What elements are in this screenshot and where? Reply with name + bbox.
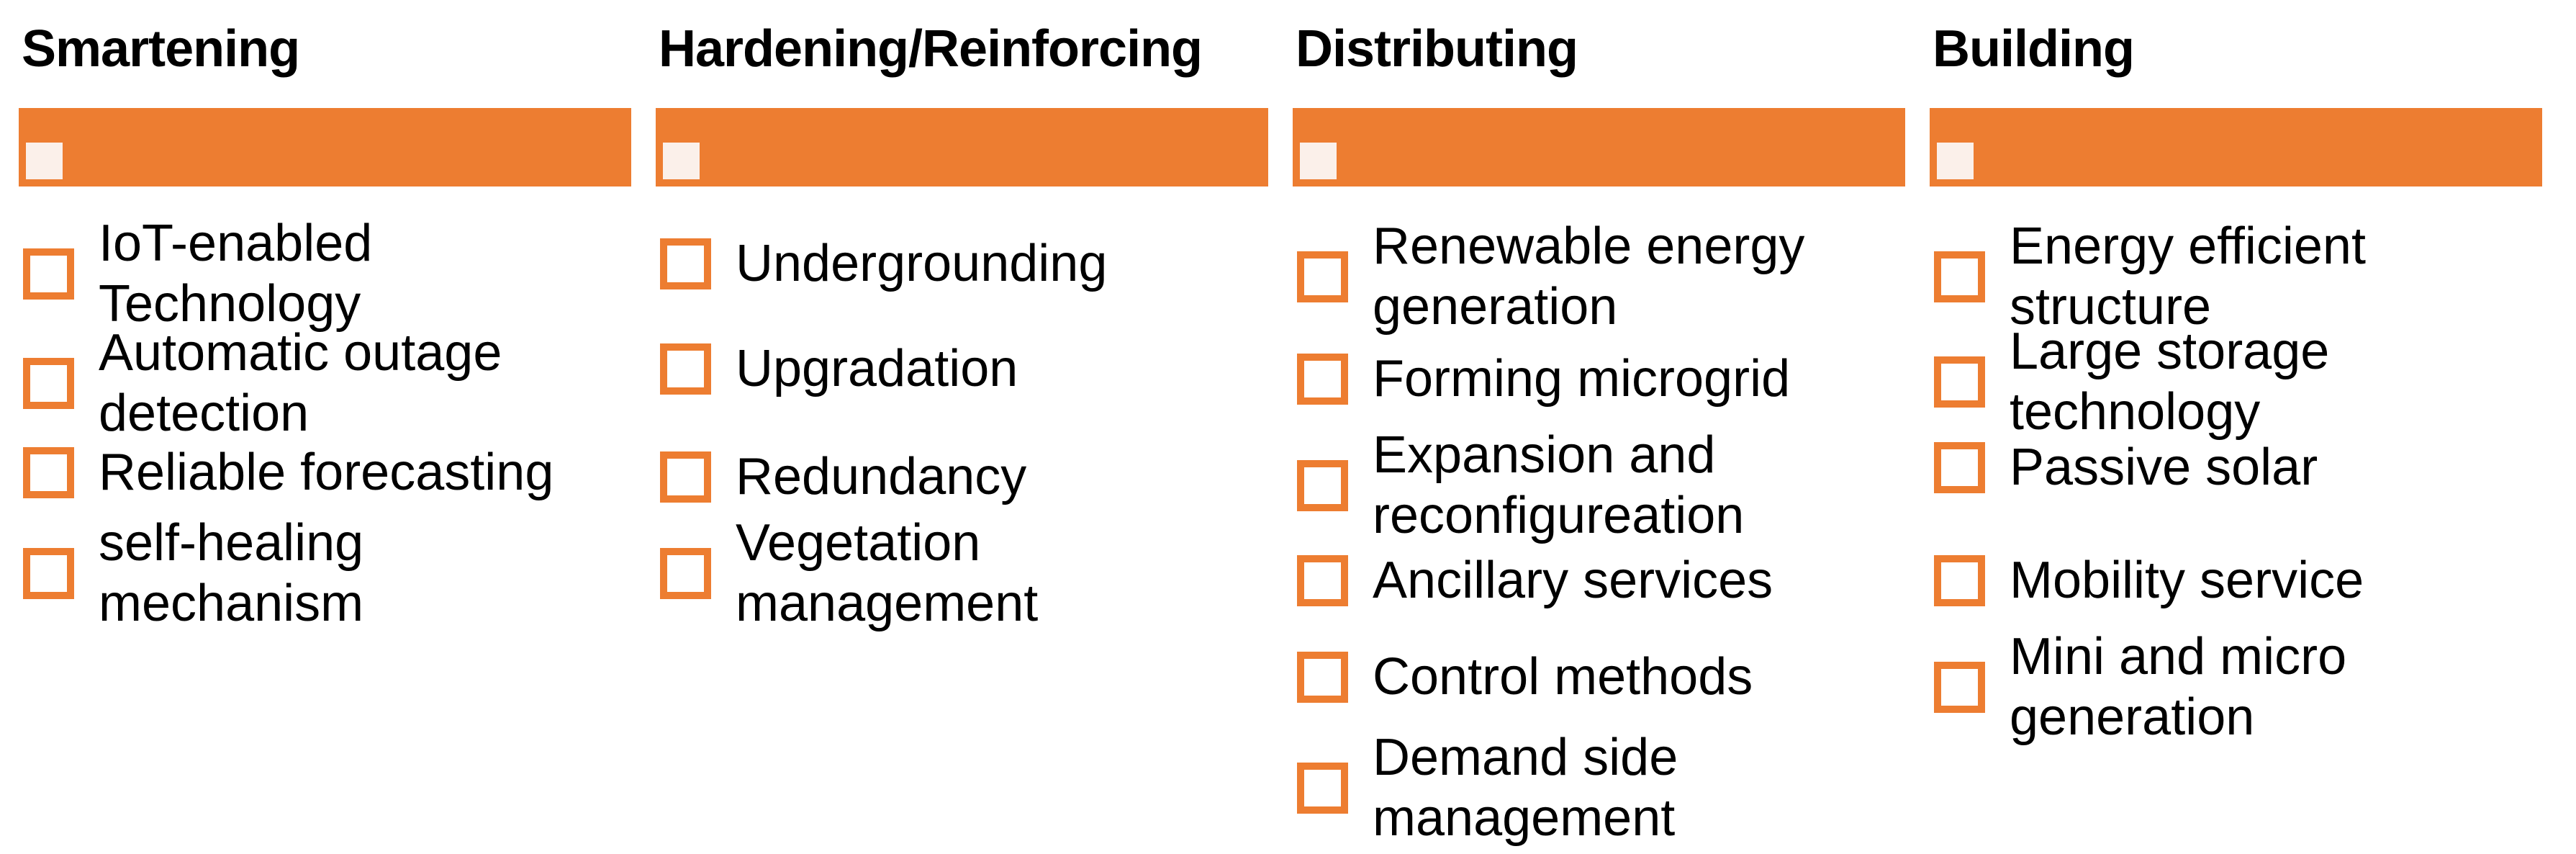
column-title: Building bbox=[1933, 20, 2135, 78]
resilience-item: self-healing mechanism bbox=[23, 513, 631, 634]
resilience-item: Upgradation bbox=[660, 338, 1268, 399]
item-label: Energy efficient structure bbox=[2010, 217, 2366, 336]
item-checkbox[interactable] bbox=[1934, 356, 1985, 408]
column-title: Smartening bbox=[22, 20, 300, 78]
header-bullet-square bbox=[26, 143, 63, 179]
resilience-item: Forming microgrid bbox=[1297, 349, 1905, 409]
item-checkbox[interactable] bbox=[23, 446, 74, 498]
item-list: Energy efficient structure Large storage… bbox=[1930, 0, 2542, 854]
item-checkbox[interactable] bbox=[1934, 251, 1985, 302]
item-label: Automatic outage detection bbox=[99, 324, 502, 442]
item-checkbox[interactable] bbox=[1297, 459, 1348, 511]
item-checkbox[interactable] bbox=[1297, 762, 1348, 814]
item-checkbox[interactable] bbox=[23, 547, 74, 599]
item-label: Control methods bbox=[1373, 648, 1753, 706]
item-checkbox[interactable] bbox=[1934, 554, 1985, 606]
header-bullet-square bbox=[1300, 143, 1337, 179]
item-checkbox[interactable] bbox=[1297, 353, 1348, 405]
resilience-item: Passive solar bbox=[1934, 437, 2542, 498]
category-column: Hardening/Reinforcing Undergrounding Upg… bbox=[656, 0, 1268, 854]
item-label: Vegetation management bbox=[736, 514, 1039, 632]
item-checkbox[interactable] bbox=[660, 238, 711, 289]
item-checkbox[interactable] bbox=[23, 357, 74, 409]
resilience-item: Expansion and reconfigureation bbox=[1297, 425, 1905, 546]
resilience-item: Reliable forecasting bbox=[23, 442, 631, 503]
item-label: Upgradation bbox=[736, 340, 1018, 397]
item-checkbox[interactable] bbox=[1297, 554, 1348, 606]
item-list: Renewable energy generation Forming micr… bbox=[1293, 0, 1905, 854]
item-checkbox[interactable] bbox=[1297, 651, 1348, 703]
item-label: Forming microgrid bbox=[1373, 350, 1791, 408]
resilience-item: Automatic outage detection bbox=[23, 323, 631, 444]
item-label: Undergrounding bbox=[736, 235, 1108, 292]
category-column: Building Energy efficient structure Larg… bbox=[1930, 0, 2542, 854]
item-label: IoT-enabled Technology bbox=[99, 215, 373, 333]
item-checkbox[interactable] bbox=[660, 547, 711, 599]
resilience-item: Mini and micro generation bbox=[1934, 626, 2542, 747]
column-title: Distributing bbox=[1296, 20, 1578, 78]
item-label: Mini and micro generation bbox=[2010, 628, 2347, 746]
column-title: Hardening/Reinforcing bbox=[659, 20, 1203, 78]
item-checkbox[interactable] bbox=[23, 248, 74, 300]
resilience-item: Mobility service bbox=[1934, 550, 2542, 611]
item-label: Ancillary services bbox=[1373, 552, 1773, 609]
resilience-item: Undergrounding bbox=[660, 233, 1268, 294]
resilience-item: Control methods bbox=[1297, 647, 1905, 707]
category-header-bar bbox=[1930, 108, 2542, 186]
item-label: Mobility service bbox=[2010, 552, 2364, 609]
item-label: self-healing mechanism bbox=[99, 514, 364, 632]
item-list: Undergrounding Upgradation Redundancy Ve… bbox=[656, 0, 1268, 854]
resilience-item: Redundancy bbox=[660, 446, 1268, 507]
item-label: Large storage technology bbox=[2010, 323, 2330, 441]
item-checkbox[interactable] bbox=[1934, 441, 1985, 493]
category-header-bar bbox=[656, 108, 1268, 186]
item-list: IoT-enabled Technology Automatic outage … bbox=[19, 0, 631, 854]
resilience-item: Vegetation management bbox=[660, 513, 1268, 634]
item-label: Passive solar bbox=[2010, 439, 2318, 496]
category-header-bar bbox=[19, 108, 631, 186]
item-checkbox[interactable] bbox=[660, 451, 711, 503]
item-label: Renewable energy generation bbox=[1373, 217, 1805, 336]
resilience-item: Demand side management bbox=[1297, 727, 1905, 848]
category-column: Distributing Renewable energy generation… bbox=[1293, 0, 1905, 854]
header-bullet-square bbox=[663, 143, 700, 179]
item-label: Reliable forecasting bbox=[99, 444, 554, 501]
category-column: Smartening IoT-enabled Technology Automa… bbox=[19, 0, 631, 854]
resilience-item: Ancillary services bbox=[1297, 550, 1905, 611]
item-checkbox[interactable] bbox=[1297, 251, 1348, 302]
item-checkbox[interactable] bbox=[660, 343, 711, 395]
item-label: Demand side management bbox=[1373, 729, 1678, 847]
resilience-item: IoT-enabled Technology bbox=[23, 213, 631, 334]
item-label: Redundancy bbox=[736, 448, 1027, 505]
resilience-item: Energy efficient structure bbox=[1934, 216, 2542, 337]
item-checkbox[interactable] bbox=[1934, 661, 1985, 713]
item-label: Expansion and reconfigureation bbox=[1373, 426, 1745, 544]
resilience-item: Renewable energy generation bbox=[1297, 216, 1905, 337]
category-header-bar bbox=[1293, 108, 1905, 186]
header-bullet-square bbox=[1937, 143, 1974, 179]
resilience-item: Large storage technology bbox=[1934, 321, 2542, 442]
